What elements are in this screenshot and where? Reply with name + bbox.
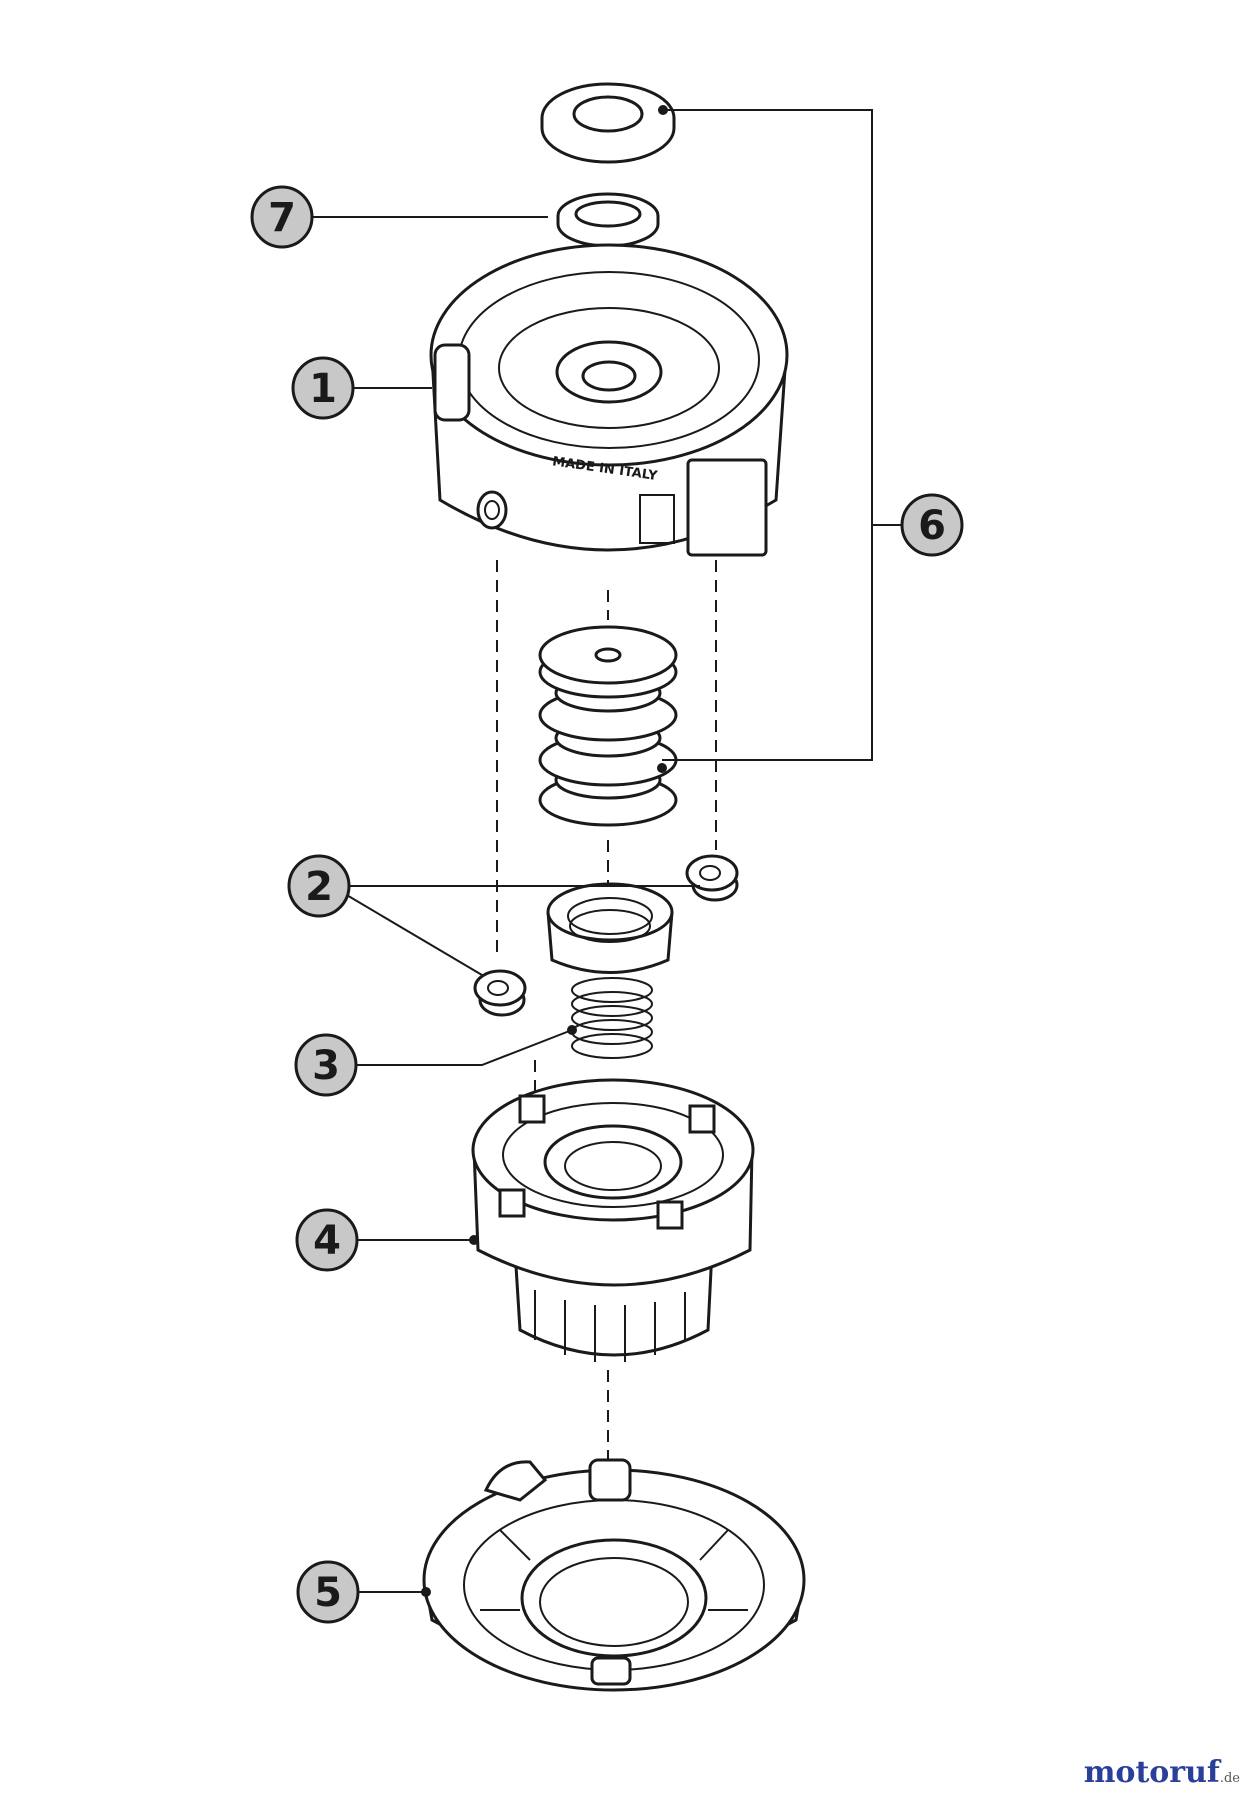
svg-text:7: 7 — [268, 195, 296, 241]
callout-5: 5 — [296, 1560, 360, 1624]
base-plate — [421, 1458, 806, 1692]
small-washer — [556, 192, 660, 248]
svg-text:2: 2 — [305, 864, 333, 910]
svg-text:4: 4 — [313, 1218, 341, 1264]
eyelet-left — [473, 969, 527, 1017]
bushing — [546, 882, 674, 974]
top-washer — [540, 82, 676, 164]
spool — [538, 625, 678, 827]
motoruf-watermark-logo: motoruf.de — [1084, 1755, 1240, 1790]
leader-lines — [311, 109, 902, 1593]
housing-cover: MADE IN ITALY — [429, 243, 789, 557]
callout-2: 2 — [287, 854, 351, 918]
svg-text:3: 3 — [312, 1043, 340, 1089]
callout-7: 7 — [250, 185, 314, 249]
assembly-axes — [496, 560, 717, 1470]
watermark-suffix: .de — [1219, 1771, 1240, 1786]
bump-knob — [469, 1078, 755, 1362]
svg-text:5: 5 — [314, 1570, 342, 1616]
callout-1: 1 — [291, 356, 355, 420]
eyelet-right — [685, 854, 739, 902]
watermark-brand: motoruf — [1083, 1755, 1220, 1790]
callout-3: 3 — [294, 1033, 358, 1097]
spring — [567, 977, 653, 1059]
callout-6: 6 — [900, 493, 964, 557]
callout-4: 4 — [295, 1208, 359, 1272]
svg-text:1: 1 — [309, 366, 337, 412]
svg-text:6: 6 — [918, 503, 946, 549]
